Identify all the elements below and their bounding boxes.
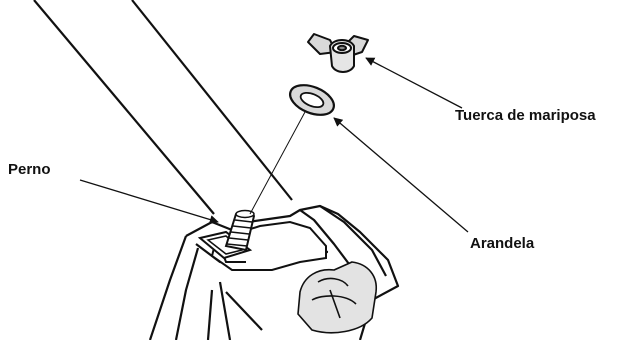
label-washer: Arandela: [470, 236, 534, 251]
frame-tube: [34, 0, 292, 214]
leader-lines: [80, 58, 468, 232]
wing-nut: [308, 34, 368, 72]
label-bolt: Perno: [8, 162, 51, 177]
leader-line-bolt: [80, 180, 218, 222]
washer: [286, 79, 338, 120]
leader-line-wing-nut: [366, 58, 462, 108]
alignment-line: [250, 112, 305, 214]
leader-line-washer: [334, 118, 468, 232]
label-wing-nut: Tuerca de mariposa: [455, 108, 596, 123]
